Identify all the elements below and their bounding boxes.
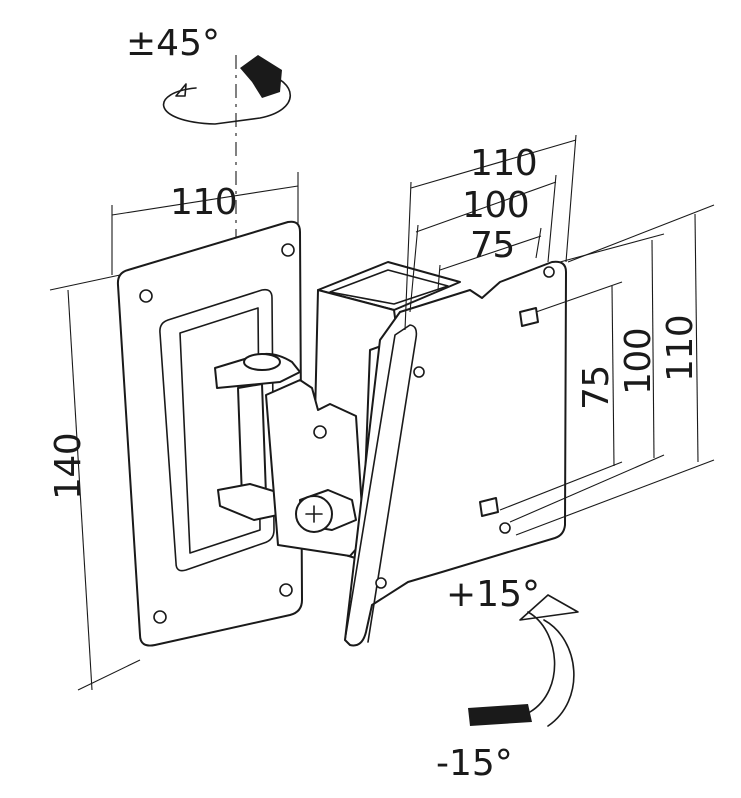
- vesa-h-label-inner: 75: [470, 225, 515, 266]
- swivel-angle-label: ±45°: [126, 23, 220, 64]
- tilt-bracket: [265, 261, 461, 561]
- hinge-top-cap: [243, 353, 281, 371]
- vesa-hole-bottom-left: [375, 577, 387, 589]
- wall-plate-hole-bottom-left: [153, 610, 167, 624]
- tilt-arrow-shaded: [468, 704, 532, 726]
- bracket-pivot-hole: [313, 425, 327, 439]
- wall-plate: [116, 220, 303, 647]
- tilt-arrow-inner: [543, 619, 575, 727]
- vesa-v-label-inner: 75: [576, 365, 617, 410]
- wall-plate-hole-bottom-right: [279, 583, 293, 597]
- vesa-hole-top-right: [543, 266, 555, 278]
- vesa-h-label-outer: 110: [470, 143, 537, 184]
- tilt-arrow-head: [519, 594, 579, 621]
- wall-plate-recess-inner: [179, 307, 261, 554]
- wall-plate-outer: [116, 220, 303, 647]
- vesa-stud-upper: [519, 307, 539, 327]
- hinge-pin: [237, 383, 267, 499]
- tilt-arrow-outer: [497, 611, 556, 719]
- wall-plate-height-label: 140: [48, 433, 89, 500]
- wall-plate-height-dimension: 140: [48, 274, 141, 691]
- wall-plate-width-dimension: 110: [111, 172, 299, 275]
- tilt-up-label: +15°: [446, 574, 540, 615]
- vesa-plate-edge: [344, 324, 418, 643]
- vesa-vertical-dimensions: 75 100 110: [499, 204, 715, 536]
- wall-plate-hole-top-right: [281, 243, 295, 257]
- vesa-v-label-outer: 110: [660, 315, 701, 382]
- swivel-arrow-shaded: [240, 55, 282, 98]
- vesa-h-label-middle: 100: [462, 185, 529, 226]
- vesa-plate-outer: [344, 260, 567, 647]
- tilt-indicator: +15° -15°: [436, 574, 579, 784]
- tilt-down-label: -15°: [436, 743, 513, 784]
- vesa-hole-bottom-right: [499, 522, 511, 534]
- bracket-top-opening: [329, 269, 449, 305]
- wall-plate-width-label: 110: [170, 182, 237, 223]
- vesa-horizontal-dimensions: 110 100 75: [404, 134, 577, 331]
- swivel-arrow-outline: [163, 71, 291, 125]
- wall-plate-hole-top-left: [139, 289, 153, 303]
- vesa-plate: [344, 260, 567, 647]
- wall-plate-recess: [159, 288, 275, 572]
- vesa-v-label-middle: 100: [618, 328, 659, 395]
- vesa-stud-lower: [479, 497, 499, 517]
- vesa-hole-mid-left: [413, 366, 425, 378]
- swivel-arrow-head: [175, 83, 187, 97]
- swivel-indicator: ±45°: [126, 23, 291, 290]
